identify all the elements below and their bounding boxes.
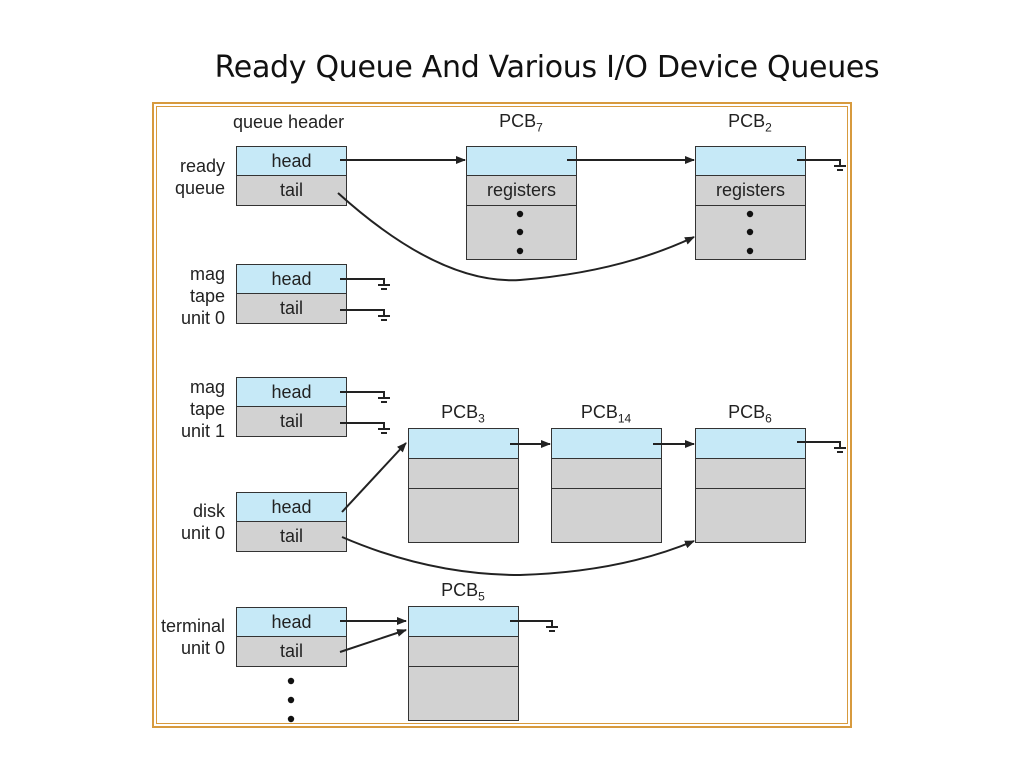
- page-title: Ready Queue And Various I/O Device Queue…: [214, 50, 880, 85]
- pcb-3-pointer-cell: [408, 428, 519, 459]
- pcb-5-pointer-cell: [408, 606, 519, 637]
- pcb-7-body: [466, 205, 577, 260]
- diagram-frame-inner: [156, 106, 848, 724]
- pcb-14-pointer-cell: [551, 428, 662, 459]
- queue-header-label: queue header: [233, 112, 345, 132]
- pcb-7-title: PCB7: [499, 111, 543, 135]
- pcb-6-pointer-cell: [695, 428, 806, 459]
- disk-0-head: head: [236, 492, 347, 522]
- pcb-6-title: PCB6: [728, 402, 772, 426]
- pcb-2-title: PCB2: [728, 111, 772, 135]
- pcb-2-body: [695, 205, 806, 260]
- pcb-3-registers-cell: [408, 458, 519, 489]
- mag-tape-1-tail: tail: [236, 406, 347, 437]
- pcb-14-registers-cell: [551, 458, 662, 489]
- mag-tape-0-tail: tail: [236, 293, 347, 324]
- pcb-5-registers-cell: [408, 636, 519, 667]
- ready-queue-tail: tail: [236, 175, 347, 206]
- diagram-frame: [152, 102, 852, 728]
- pcb-3-title: PCB3: [441, 402, 485, 426]
- pcb-7-pointer-cell: [466, 146, 577, 176]
- pcb-3-body: [408, 488, 519, 543]
- ready-queue-head: head: [236, 146, 347, 176]
- pcb-14-title: PCB14: [580, 402, 632, 426]
- terminal-0-head: head: [236, 607, 347, 637]
- mag-tape-1-head: head: [236, 377, 347, 407]
- pcb-14-body: [551, 488, 662, 543]
- pcb-6-body: [695, 488, 806, 543]
- pcb-5-body: [408, 666, 519, 721]
- pcb-2-pointer-cell: [695, 146, 806, 176]
- pcb-7-registers: registers: [466, 175, 577, 206]
- mag-tape-0-head: head: [236, 264, 347, 294]
- pcb-6-registers-cell: [695, 458, 806, 489]
- disk-0-tail: tail: [236, 521, 347, 552]
- terminal-0-tail: tail: [236, 636, 347, 667]
- pcb-2-registers: registers: [695, 175, 806, 206]
- pcb-5-title: PCB5: [441, 580, 485, 604]
